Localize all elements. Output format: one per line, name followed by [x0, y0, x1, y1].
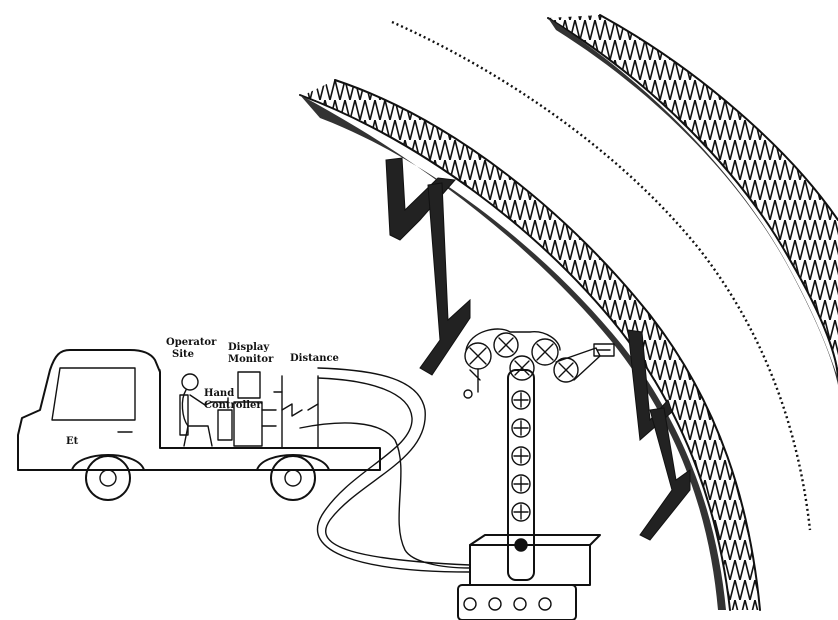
control-cables [299, 367, 471, 573]
truck-rear-wheel [270, 455, 316, 501]
control-truck: Et [17, 349, 381, 501]
manipulator-robot [457, 328, 615, 620]
label-display-monitor: Display Monitor [228, 342, 274, 365]
support-bracket-lower [627, 329, 691, 541]
label-distance: Distance [290, 353, 339, 364]
truck-window [51, 367, 136, 421]
label-hand-controller: Hand Controller [204, 388, 262, 411]
manipulator-column [507, 369, 535, 581]
inner-truss-arch [299, 79, 761, 611]
diagram-labels: Operator Site Display Monitor Distance H… [166, 337, 339, 411]
label-operator-site: Operator Site [166, 337, 220, 360]
manipulator-arm [463, 328, 615, 399]
crawler-track [457, 584, 577, 620]
hand-controller [211, 397, 233, 441]
distance-break [273, 375, 319, 449]
dotted-boundary-line [391, 20, 812, 531]
truck-door-mark: Et [66, 436, 79, 447]
outer-truss-arch [547, 14, 838, 385]
operator-figure [179, 373, 213, 447]
support-bracket-upper [385, 157, 471, 376]
display-monitor [233, 371, 277, 447]
truck-front-wheel [85, 455, 131, 501]
